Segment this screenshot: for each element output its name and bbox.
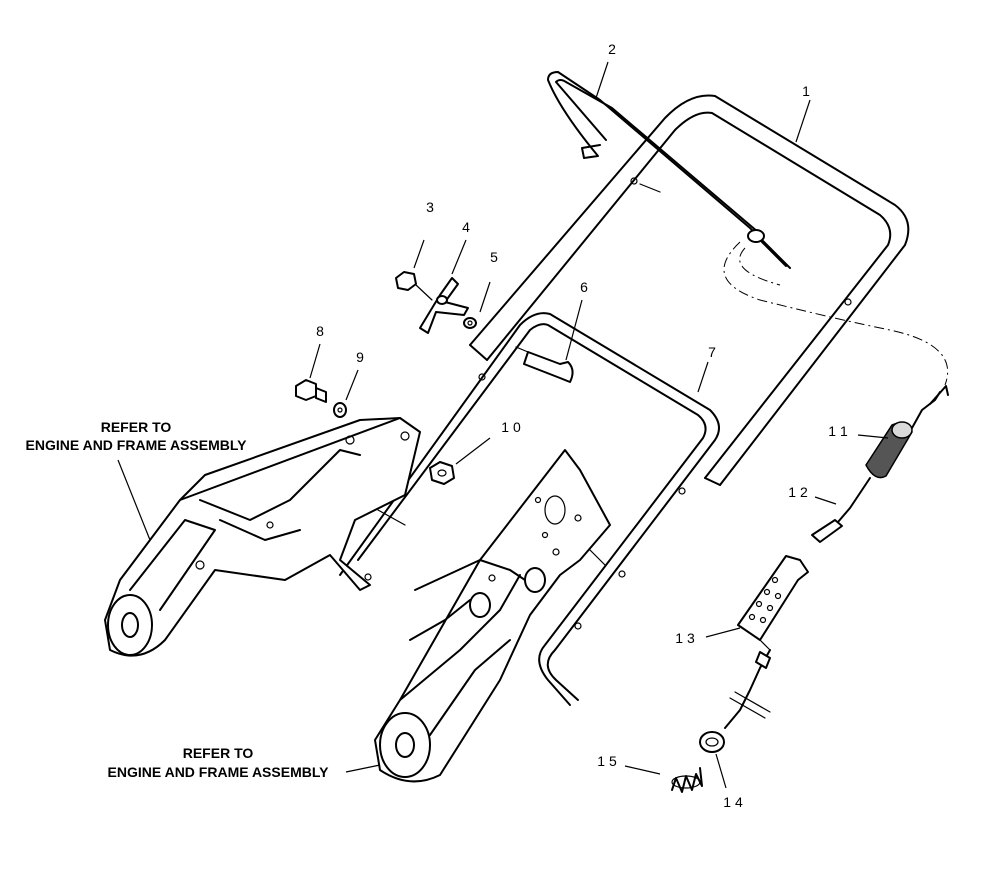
leader-11 bbox=[857, 434, 889, 439]
callout-12: 1 2 bbox=[788, 484, 808, 500]
left-frame-bracket bbox=[104, 417, 421, 657]
leader-12 bbox=[814, 496, 837, 505]
right-frame-bracket bbox=[374, 449, 611, 783]
leader-7 bbox=[697, 361, 709, 393]
cable-path bbox=[723, 241, 949, 386]
leader-2 bbox=[595, 61, 609, 99]
knob-4 bbox=[419, 277, 469, 334]
nut-10 bbox=[429, 461, 455, 485]
leader-15 bbox=[624, 765, 661, 775]
bracket-plate-13 bbox=[737, 555, 809, 651]
callout-9: 9 bbox=[356, 349, 364, 365]
callout-2: 2 bbox=[608, 41, 616, 57]
callout-3: 3 bbox=[426, 199, 434, 215]
leader-5 bbox=[479, 281, 491, 313]
cable-path-2 bbox=[739, 247, 781, 286]
leader-10 bbox=[455, 437, 491, 465]
callout-11: 1 1 bbox=[828, 423, 848, 439]
washer-9 bbox=[333, 402, 347, 418]
spring-housing-11 bbox=[865, 385, 949, 479]
callout-10: 1 0 bbox=[501, 419, 521, 435]
washer-5 bbox=[463, 317, 477, 329]
callout-8: 8 bbox=[316, 323, 324, 339]
spring-15 bbox=[671, 767, 703, 793]
bolt-8 bbox=[295, 379, 327, 403]
leader-9 bbox=[345, 369, 359, 401]
refer-note-bottom-line1: REFER TO bbox=[183, 745, 254, 761]
leader-1 bbox=[795, 99, 811, 143]
callout-14: 1 4 bbox=[723, 794, 743, 810]
leader-6 bbox=[565, 299, 583, 361]
lower-handle bbox=[339, 312, 720, 706]
leader-4 bbox=[451, 239, 467, 275]
callout-6: 6 bbox=[580, 279, 588, 295]
leader-3 bbox=[413, 239, 425, 269]
control-bail bbox=[547, 71, 791, 269]
cable-eye-14 bbox=[699, 649, 771, 753]
callout-1: 1 bbox=[802, 83, 810, 99]
callout-7: 7 bbox=[708, 344, 716, 360]
upper-handle bbox=[469, 94, 910, 486]
refer-note-left-line1: REFER TO bbox=[101, 419, 172, 435]
callout-4: 4 bbox=[462, 219, 470, 235]
carriage-bolt-6 bbox=[515, 346, 574, 383]
refer-note-bottom-line2: ENGINE AND FRAME ASSEMBLY bbox=[108, 764, 330, 780]
leader-refer-left bbox=[117, 459, 151, 541]
callout-15: 1 5 bbox=[597, 753, 617, 769]
nut-3 bbox=[395, 271, 433, 301]
callout-13: 1 3 bbox=[675, 630, 695, 646]
leader-14 bbox=[715, 753, 727, 789]
leader-13 bbox=[705, 627, 741, 638]
callout-5: 5 bbox=[490, 249, 498, 265]
leader-refer-bottom bbox=[345, 764, 381, 773]
refer-note-left-line2: ENGINE AND FRAME ASSEMBLY bbox=[26, 437, 248, 453]
cable-link-12 bbox=[811, 477, 871, 543]
leader-8 bbox=[309, 343, 321, 379]
